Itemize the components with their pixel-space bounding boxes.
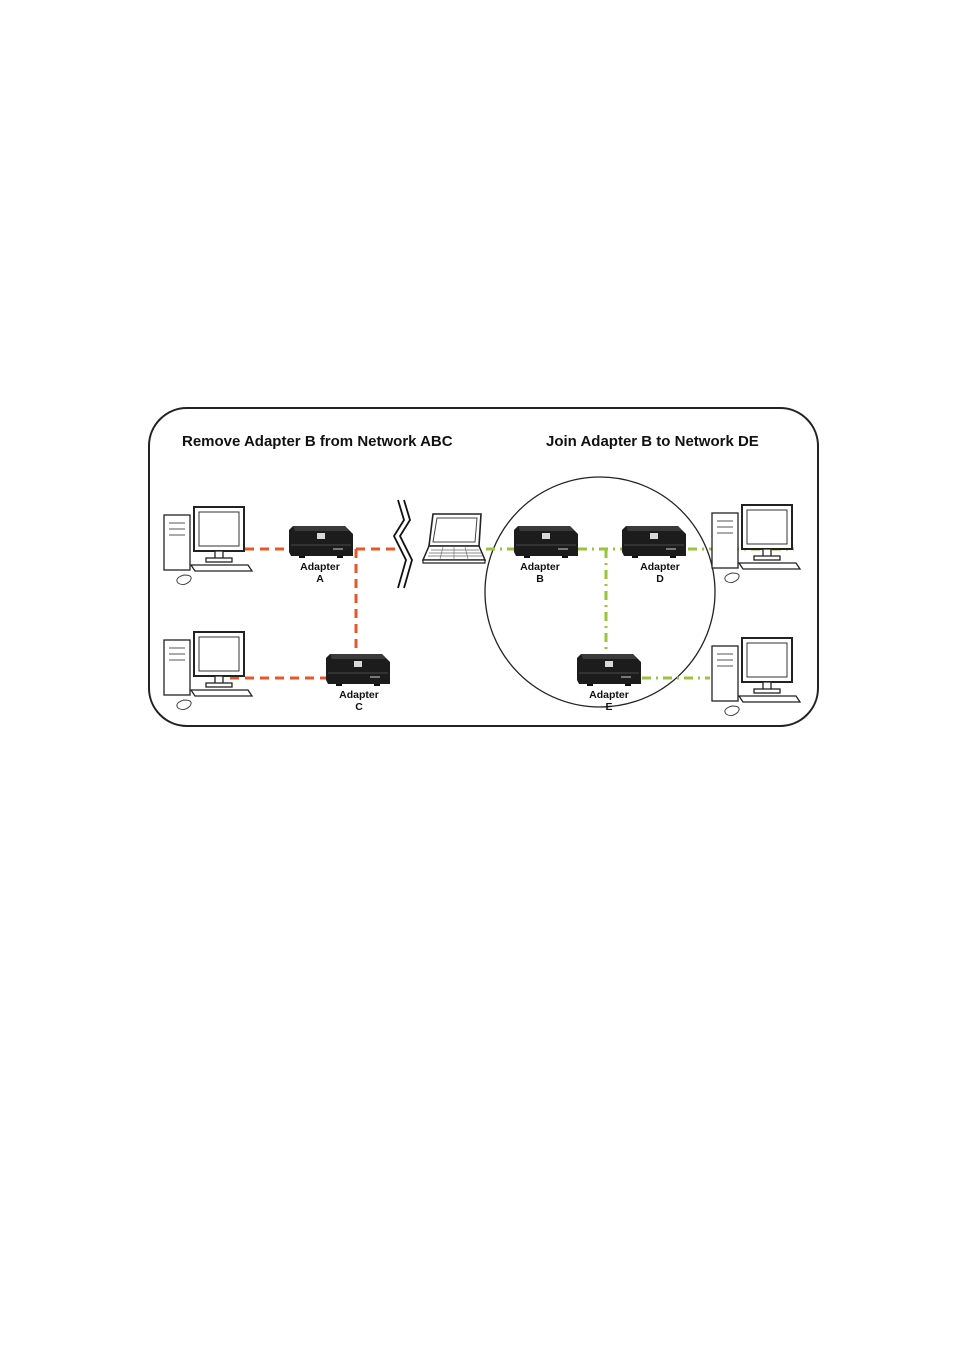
adapter-e-label-word: Adapter xyxy=(569,689,649,701)
adapter-e-device xyxy=(577,654,641,686)
adapter-b-label: Adapter B xyxy=(500,561,580,585)
adapter-c-label-word: Adapter xyxy=(319,689,399,701)
desktop-computer-2 xyxy=(164,632,252,710)
break-symbol xyxy=(394,500,412,588)
adapter-c-label-letter: C xyxy=(319,701,399,713)
adapter-c-device xyxy=(326,654,390,686)
adapter-d-label-word: Adapter xyxy=(620,561,700,573)
adapter-b-label-word: Adapter xyxy=(500,561,580,573)
desktop-computer-3 xyxy=(712,505,800,583)
adapter-d-label-letter: D xyxy=(620,573,700,585)
adapter-d-label: Adapter D xyxy=(620,561,700,585)
adapter-a-label-word: Adapter xyxy=(280,561,360,573)
adapter-e-label: Adapter E xyxy=(569,689,649,713)
adapter-a-device xyxy=(289,526,353,558)
adapter-a-label-letter: A xyxy=(280,573,360,585)
adapter-a-label: Adapter A xyxy=(280,561,360,585)
adapter-e-label-letter: E xyxy=(569,701,649,713)
desktop-computer-4 xyxy=(712,638,800,716)
adapter-c-label: Adapter C xyxy=(319,689,399,713)
title-join-adapter-b: Join Adapter B to Network DE xyxy=(546,433,759,450)
laptop-computer xyxy=(423,514,485,563)
title-remove-adapter-b: Remove Adapter B from Network ABC xyxy=(182,433,453,450)
adapter-b-label-letter: B xyxy=(500,573,580,585)
adapter-d-device xyxy=(622,526,686,558)
desktop-computer-1 xyxy=(164,507,252,585)
adapter-b-device xyxy=(514,526,578,558)
